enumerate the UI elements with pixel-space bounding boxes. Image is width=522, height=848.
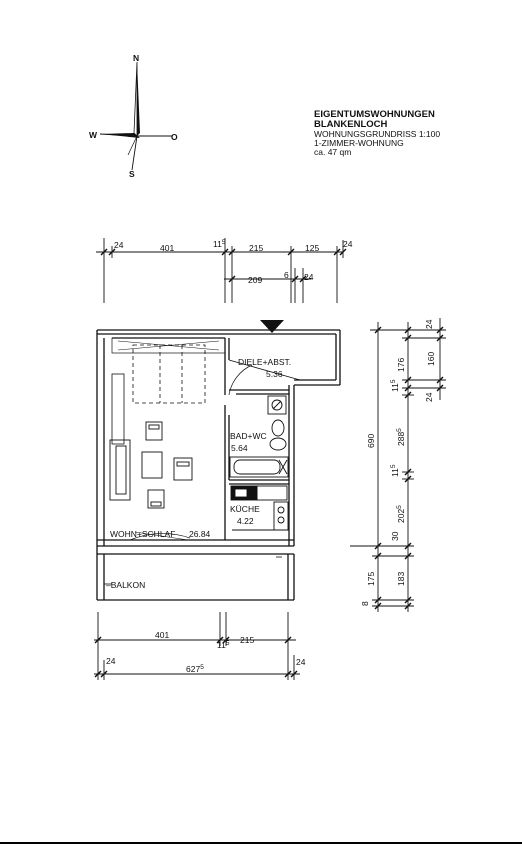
dim-r-2025: 2025 (396, 505, 406, 523)
dim-bot-215: 215 (240, 635, 254, 645)
dim-bot-115: 115 (217, 640, 230, 650)
room-area-kueche: 4.22 (237, 516, 254, 526)
dim-r-176: 176 (396, 358, 406, 372)
dim-bot-401: 401 (155, 630, 169, 640)
bed-icon (132, 344, 206, 404)
room-label-wohn: WOHN+SCHLAF (110, 529, 175, 539)
bathtub-icon (229, 456, 289, 478)
dining-set-icon (141, 421, 193, 509)
compass-rose-icon (99, 61, 172, 171)
kitchen-counter-icon (230, 485, 289, 531)
room-area-bad: 5.64 (231, 443, 248, 453)
dim-top-215: 215 (249, 243, 263, 253)
dim-top-401: 401 (160, 243, 174, 253)
dim-top-24a: 24 (114, 240, 124, 250)
room-label-kueche: KÜCHE (230, 504, 260, 514)
dim-r-24b: 24 (424, 392, 434, 402)
dim-r-24a: 24 (424, 319, 434, 329)
dim-top-115: 115 (213, 239, 226, 249)
room-label-bad: BAD+WC (230, 431, 267, 441)
compass-south-label: S (129, 169, 135, 179)
room-area-wohn: 26.84 (189, 529, 211, 539)
dim-r-690: 690 (366, 434, 376, 448)
project-location: BLANKENLOCH (314, 118, 388, 130)
title-block: EIGENTUMSWOHNUNGEN BLANKENLOCH WOHNUNGSG… (314, 110, 440, 157)
entrance-arrow-icon (260, 320, 284, 333)
sofa-icon (109, 439, 131, 501)
dim-r-115b: 115 (390, 464, 400, 477)
dim-r-175: 175 (366, 572, 376, 586)
plan-scale: WOHNUNGSGRUNDRISS 1:100 (314, 128, 441, 139)
toilet-icon (269, 419, 287, 451)
dim-bot2-24a: 24 (106, 656, 116, 666)
walls (96, 329, 341, 601)
dim-top-24b: 24 (343, 239, 353, 249)
room-area-diele: 5.36 (266, 369, 283, 379)
dim-r-2885: 2885 (396, 428, 406, 446)
compass-east-label: O (171, 132, 178, 142)
compass-west-label: W (89, 130, 98, 140)
dim-bot2-24b: 24 (296, 657, 306, 667)
page-edge-line (0, 842, 522, 844)
dim-r-160: 160 (426, 352, 436, 366)
dim-r-183: 183 (396, 572, 406, 586)
room-label-diele: DIELE+ABST. (238, 357, 291, 367)
dim-top-125: 125 (305, 243, 319, 253)
project-title: EIGENTUMSWOHNUNGEN (314, 109, 435, 120)
compass-north-label: N (133, 53, 139, 63)
dim-top2-6: 6 (284, 270, 289, 280)
dim-top2-209: 209 (248, 275, 262, 285)
unit-area: ca. 47 qm (314, 146, 352, 157)
dim-r-8: 8 (360, 601, 370, 606)
dim-r-115: 115 (390, 379, 400, 392)
room-label-balkon: –BALKON (106, 580, 145, 590)
unit-type: 1-ZIMMER-WOHNUNG (314, 137, 404, 148)
dim-top2-24: 24 (304, 272, 314, 282)
dim-r-30: 30 (390, 531, 400, 541)
washbasin-icon (267, 395, 287, 415)
dim-bot2-6275: 6275 (186, 664, 204, 674)
